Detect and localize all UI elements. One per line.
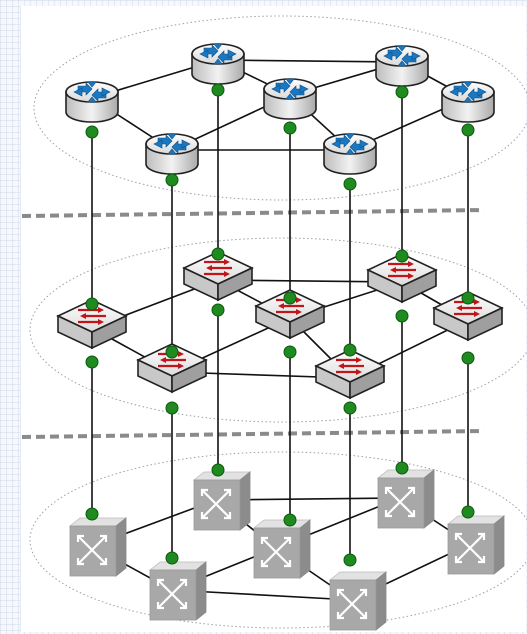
connector-node: [395, 461, 409, 475]
layer-ellipse-access: [29, 451, 527, 629]
router-icon: [145, 133, 199, 175]
connector-node: [165, 345, 179, 359]
connector-node: [165, 401, 179, 415]
access-switch-icon: [148, 560, 208, 622]
connector-node: [85, 355, 99, 369]
connector-node: [283, 291, 297, 305]
connector-node: [461, 291, 475, 305]
connector-node: [85, 507, 99, 521]
connector-node: [283, 513, 297, 527]
layer-boundaries: [29, 15, 527, 629]
connector-node: [461, 123, 475, 137]
access-switch-icon: [252, 518, 312, 580]
core-link: [217, 59, 403, 63]
layer-separator-2: [21, 429, 485, 439]
connector-node: [165, 173, 179, 187]
layer-ellipse-core: [33, 15, 527, 201]
layer-separators: [21, 208, 485, 439]
connector-node: [85, 125, 99, 139]
connector-node: [395, 249, 409, 263]
router-icon: [191, 43, 245, 85]
connector-node: [211, 83, 225, 97]
router-icon: [441, 81, 495, 123]
layer-ellipse-distribution: [29, 237, 527, 423]
connector-node: [461, 505, 475, 519]
connector-node: [211, 303, 225, 317]
router-icon: [375, 45, 429, 87]
access-switch-icon: [68, 516, 128, 578]
access-switch-icon: [446, 514, 506, 576]
connector-node: [461, 351, 475, 365]
router-icon: [263, 78, 317, 120]
access-switch-icon: [376, 468, 436, 530]
connector-node: [395, 309, 409, 323]
connector-node: [211, 247, 225, 261]
connector-node: [343, 401, 357, 415]
connector-node: [85, 297, 99, 311]
connector-node: [343, 343, 357, 357]
layer3-switch-icon: [314, 348, 386, 400]
devices: [56, 43, 506, 632]
connector-node: [395, 85, 409, 99]
connector-node: [283, 345, 297, 359]
access-switch-icon: [192, 470, 252, 532]
connector-node: [283, 121, 297, 135]
connector-node: [343, 553, 357, 567]
uplinks: [91, 90, 469, 560]
connector-nodes: [85, 83, 475, 567]
connector-node: [211, 463, 225, 477]
access-switch-icon: [328, 570, 388, 632]
router-icon: [323, 133, 377, 175]
connector-node: [165, 551, 179, 565]
layer-separator-1: [21, 208, 485, 218]
router-icon: [65, 81, 119, 123]
connector-node: [343, 177, 357, 191]
